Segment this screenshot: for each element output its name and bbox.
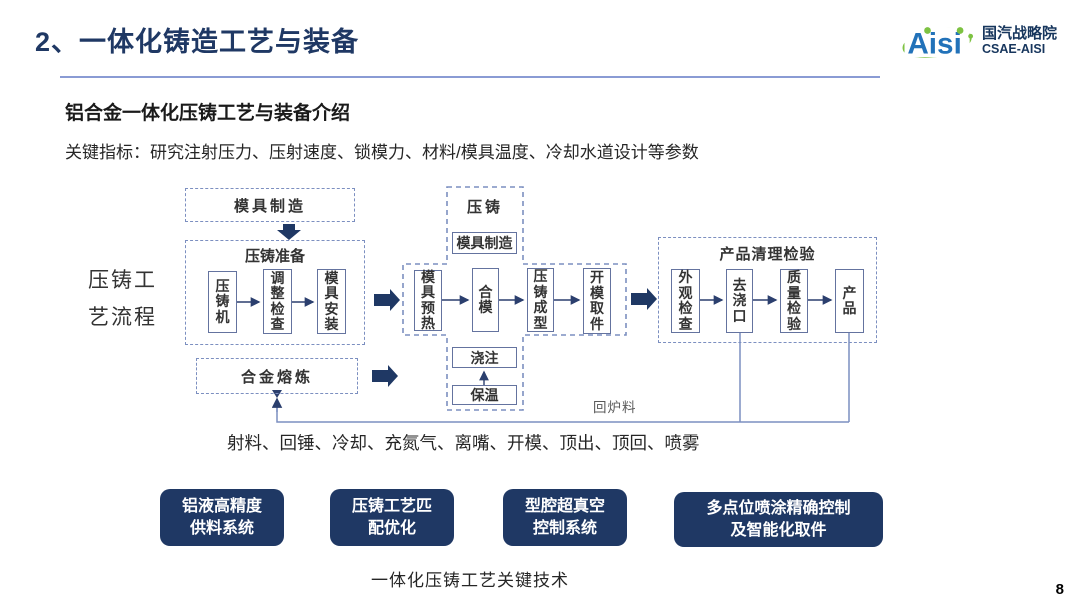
step-adjust-inspect: 调整检查 (263, 269, 292, 334)
step-die-cast-machine: 压铸机 (208, 271, 237, 333)
inspection-title: 产品清理检验 (719, 246, 816, 263)
step-remove-gate: 去浇口 (726, 269, 753, 333)
logo-org-cn: 国汽战略院 (982, 25, 1058, 43)
title-divider (60, 76, 880, 78)
die-casting-title: 压铸 (466, 199, 503, 216)
return-material-label: 回炉料 (593, 400, 637, 415)
return-line (276, 333, 850, 423)
aisi-logo-icon: Aisi (902, 27, 974, 60)
key-indicators-text: 关键指标：研究注射压力、压射速度、锁模力、材料/模具温度、冷却水道设计等参数 (65, 143, 699, 162)
page-title: 2、一体化铸造工艺与装备 (35, 27, 360, 57)
key-tech-caption: 一体化压铸工艺关键技术 (371, 571, 569, 590)
holding-box: 保温 (452, 385, 517, 405)
tech-button-spray-control-pickup[interactable]: 多点位喷涂精确控制及智能化取件 (674, 492, 883, 547)
logo: Aisi 国汽战略院 CSAE-AISI (900, 16, 1070, 66)
down-arrow (277, 224, 301, 240)
tech-button-vacuum-control[interactable]: 型腔超真空控制系统 (503, 489, 627, 546)
mold-making-top-box: 模具制造 (185, 188, 355, 222)
step-mold-close: 合模 (472, 268, 499, 332)
pouring-box: 浇注 (452, 347, 517, 368)
page-number: 8 (1055, 581, 1064, 598)
section-subtitle: 铝合金一体化压铸工艺与装备介绍 (65, 103, 351, 124)
right-arrow-1 (374, 289, 400, 311)
step-product: 产品 (835, 269, 864, 333)
process-actions-text: 射料、回锤、冷却、充氮气、离嘴、开模、顶出、顶回、喷雾 (227, 433, 700, 453)
right-arrow-2 (631, 288, 657, 310)
step-quality-inspect: 质量检验 (780, 269, 808, 333)
step-mold-open-pickup: 开模取件 (583, 268, 611, 334)
prep-title: 压铸准备 (244, 248, 305, 265)
step-mold-preheat: 模具预热 (414, 269, 442, 331)
logo-text: 国汽战略院 CSAE-AISI (982, 25, 1057, 57)
inspection-container (658, 237, 877, 343)
logo-org-en: CSAE-AISI (982, 42, 1046, 57)
right-arrow-3 (372, 365, 398, 387)
svg-text:Aisi: Aisi (907, 27, 961, 60)
alloy-melting-box: 合金熔炼 (196, 358, 358, 394)
step-die-cast-forming: 压铸成型 (527, 268, 554, 332)
tech-button-feeding-system[interactable]: 铝液高精度供料系统 (160, 489, 284, 546)
step-visual-inspect: 外观检查 (671, 269, 700, 333)
die-casting-mold-making-box: 模具制造 (452, 232, 517, 254)
prep-container (185, 240, 365, 345)
tech-button-process-optimization[interactable]: 压铸工艺匹配优化 (330, 489, 454, 546)
flow-side-label: 压铸工 艺流程 (88, 269, 157, 329)
step-mold-install: 模具安装 (317, 269, 346, 334)
